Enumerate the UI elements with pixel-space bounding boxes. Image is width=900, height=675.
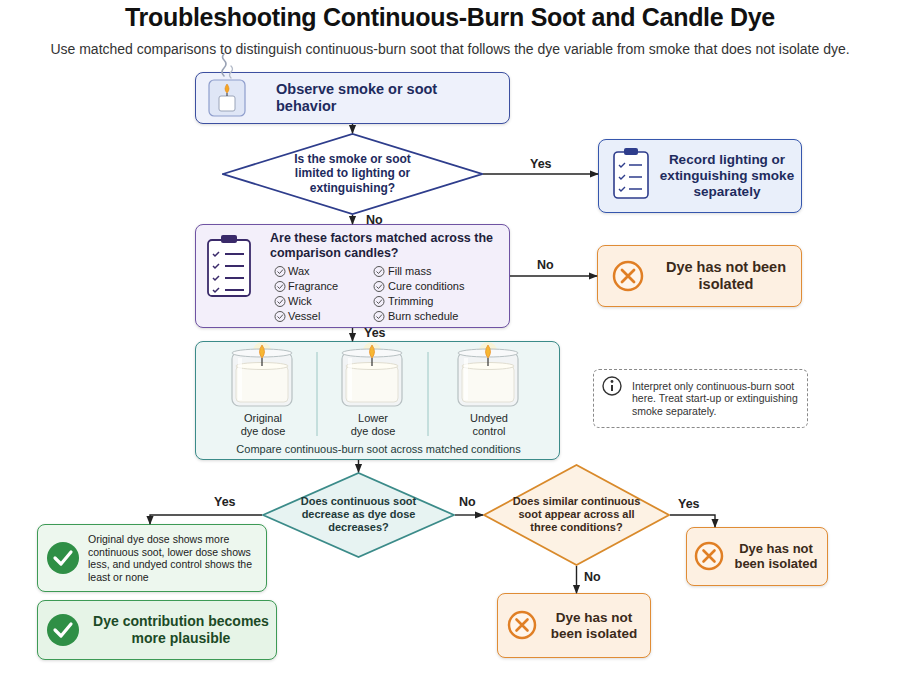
- outcome-box: Dye has not been isolated: [497, 593, 651, 658]
- start-box: Observe smoke or soot behavior: [195, 72, 510, 124]
- flow-arrow: [455, 514, 483, 515]
- flow-arrow: [352, 328, 353, 341]
- node-text: Is the smoke or soot limited to lighting…: [282, 152, 423, 195]
- edge-label: Yes: [530, 157, 552, 171]
- decision-diamond: Is the smoke or soot limited to lighting…: [222, 133, 483, 215]
- outcome-box: Dye has not been isolated: [597, 245, 802, 307]
- flow-arrow: [670, 515, 715, 527]
- node-text: Wax: [288, 265, 378, 278]
- comparison-panel: Original dye dose Lower dye dose Undyed co…: [195, 341, 560, 460]
- decision-diamond: Does similar continuous soot appear acro…: [483, 464, 670, 566]
- node-text: Dye contribution becomes more plausible: [88, 613, 274, 647]
- action-box: Record lighting or extinguishing smoke s…: [598, 139, 802, 213]
- edge-label: Yes: [364, 326, 386, 340]
- node-text: Are these factors matched across the com…: [270, 231, 506, 261]
- node-text: Fill mass: [388, 265, 503, 278]
- node-text: Does continuous soot decrease as dye dos…: [299, 495, 418, 535]
- edge-label: No: [366, 213, 383, 227]
- node-text: Original dye dose shows more continuous …: [88, 533, 264, 583]
- node-text: Does similar continuous soot appear acro…: [508, 495, 645, 535]
- node-text: Wick: [288, 295, 378, 308]
- diamond-outline: [223, 134, 482, 214]
- node-text: Observe smoke or soot behavior: [276, 81, 501, 116]
- flow-arrow: [352, 215, 353, 224]
- flow-arrow: [358, 460, 359, 472]
- edge-label: No: [459, 495, 476, 509]
- flow-arrow: [150, 515, 262, 524]
- flow-arrow: [576, 566, 577, 593]
- node-text: Original dye dose: [239, 412, 287, 438]
- node-text: Interpret only continuous-burn soot here…: [632, 380, 804, 418]
- node-text: Dye has not been isolated: [540, 609, 648, 641]
- node-text: Dye has not been isolated: [727, 541, 825, 572]
- outcome-box: Dye has not been isolated: [686, 527, 828, 586]
- diagram-title: Troubleshooting Continuous-Burn Soot and…: [0, 3, 900, 32]
- diagram-caption: Use matched comparisons to distinguish c…: [0, 41, 900, 57]
- note-box: Interpret only continuous-burn soot here…: [593, 369, 808, 428]
- decision-diamond: Does continuous soot decrease as dye dos…: [262, 472, 455, 558]
- diamond-outline: [484, 465, 669, 565]
- node-text: Cure conditions: [388, 280, 503, 293]
- flow-arrow: [352, 124, 353, 133]
- edge-label: No: [537, 258, 554, 272]
- result-box: Original dye dose shows more continuous …: [37, 524, 267, 592]
- conclusion-box: Dye contribution becomes more plausible: [37, 600, 277, 660]
- edge-label: Yes: [678, 497, 700, 511]
- node-text: Burn schedule: [388, 310, 503, 323]
- checklist-box: Are these factors matched across the com…: [195, 224, 510, 328]
- node-text: Record lighting or extinguishing smoke s…: [657, 152, 797, 201]
- node-text: Undyed control: [465, 412, 513, 438]
- node-text: Fragrance: [288, 280, 378, 293]
- node-text: Trimming: [388, 295, 503, 308]
- flow-arrow: [483, 173, 598, 174]
- node-text: Vessel: [288, 310, 378, 323]
- node-text: Compare continuous-burn soot across matc…: [201, 443, 556, 456]
- node-text: Lower dye dose: [349, 412, 397, 438]
- edge-label: No: [584, 570, 601, 584]
- flow-arrow: [510, 275, 597, 276]
- diamond-outline: [263, 473, 454, 557]
- edge-label: Yes: [214, 495, 236, 509]
- node-text: Dye has not been isolated: [656, 259, 796, 294]
